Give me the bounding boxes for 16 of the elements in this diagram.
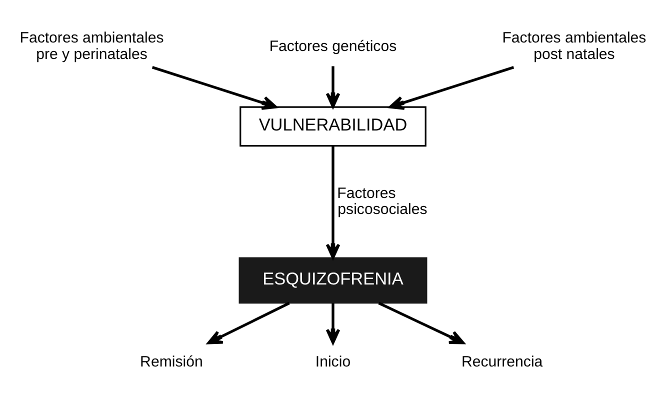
- arrow: [378, 302, 465, 344]
- node-text: Remisión: [140, 353, 203, 370]
- node-text: Factores ambientales pre y perinatales: [20, 30, 164, 63]
- edge-label: Factores psicosociales: [337, 184, 428, 218]
- node-text: Factores genéticos: [269, 38, 397, 55]
- node-text: Inicio: [315, 353, 351, 370]
- arrow: [326, 303, 340, 344]
- node-box: ESQUIZOFRENIA: [238, 257, 428, 304]
- node-text: Factores ambientales post natales: [502, 30, 646, 63]
- node-text: Recurrencia: [461, 353, 543, 370]
- arrow: [326, 66, 340, 108]
- node-box: VULNERABILIDAD: [240, 106, 426, 147]
- arrow: [207, 302, 290, 344]
- arrow: [326, 146, 340, 259]
- arrow: [388, 66, 514, 110]
- arrow: [152, 66, 278, 110]
